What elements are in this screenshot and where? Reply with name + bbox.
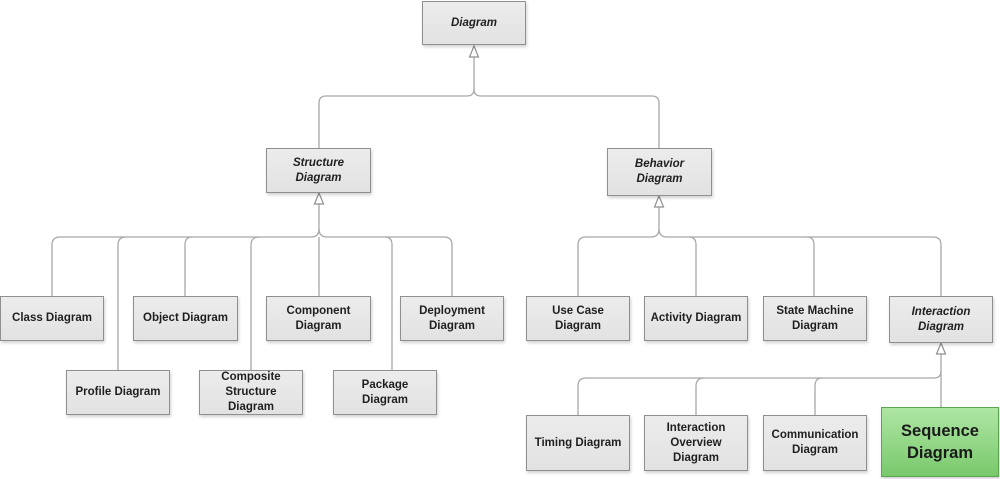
object-diagram-node[interactable]: Object Diagram xyxy=(133,296,238,341)
structure-diagram-node[interactable]: Structure Diagram xyxy=(266,148,371,193)
composite-structure-diagram-node[interactable]: Composite Structure Diagram xyxy=(199,370,303,415)
generalization-arrowhead xyxy=(313,191,325,205)
activity-diagram-node[interactable]: Activity Diagram xyxy=(644,296,748,341)
communication-diagram-node[interactable]: Communication Diagram xyxy=(763,415,867,471)
diagram-node[interactable]: Diagram xyxy=(422,1,526,45)
profile-diagram-node[interactable]: Profile Diagram xyxy=(66,370,170,415)
generalization-arrowhead xyxy=(468,44,480,58)
sequence-diagram-node[interactable]: Sequence Diagram xyxy=(881,407,999,477)
timing-diagram-node[interactable]: Timing Diagram xyxy=(526,415,630,471)
component-diagram-node[interactable]: Component Diagram xyxy=(266,296,371,341)
state-machine-diagram-node[interactable]: State Machine Diagram xyxy=(763,296,867,341)
interaction-overview-diagram-node[interactable]: Interaction Overview Diagram xyxy=(644,415,748,471)
use-case-diagram-node[interactable]: Use Case Diagram xyxy=(526,296,630,341)
package-diagram-node[interactable]: Package Diagram xyxy=(333,370,437,415)
generalization-arrowhead xyxy=(935,341,947,355)
class-diagram-node[interactable]: Class Diagram xyxy=(0,296,104,341)
interaction-diagram-node[interactable]: Interaction Diagram xyxy=(889,296,993,343)
generalization-arrowhead xyxy=(653,194,665,208)
deployment-diagram-node[interactable]: Deployment Diagram xyxy=(400,296,504,341)
behavior-diagram-node[interactable]: Behavior Diagram xyxy=(607,148,712,196)
